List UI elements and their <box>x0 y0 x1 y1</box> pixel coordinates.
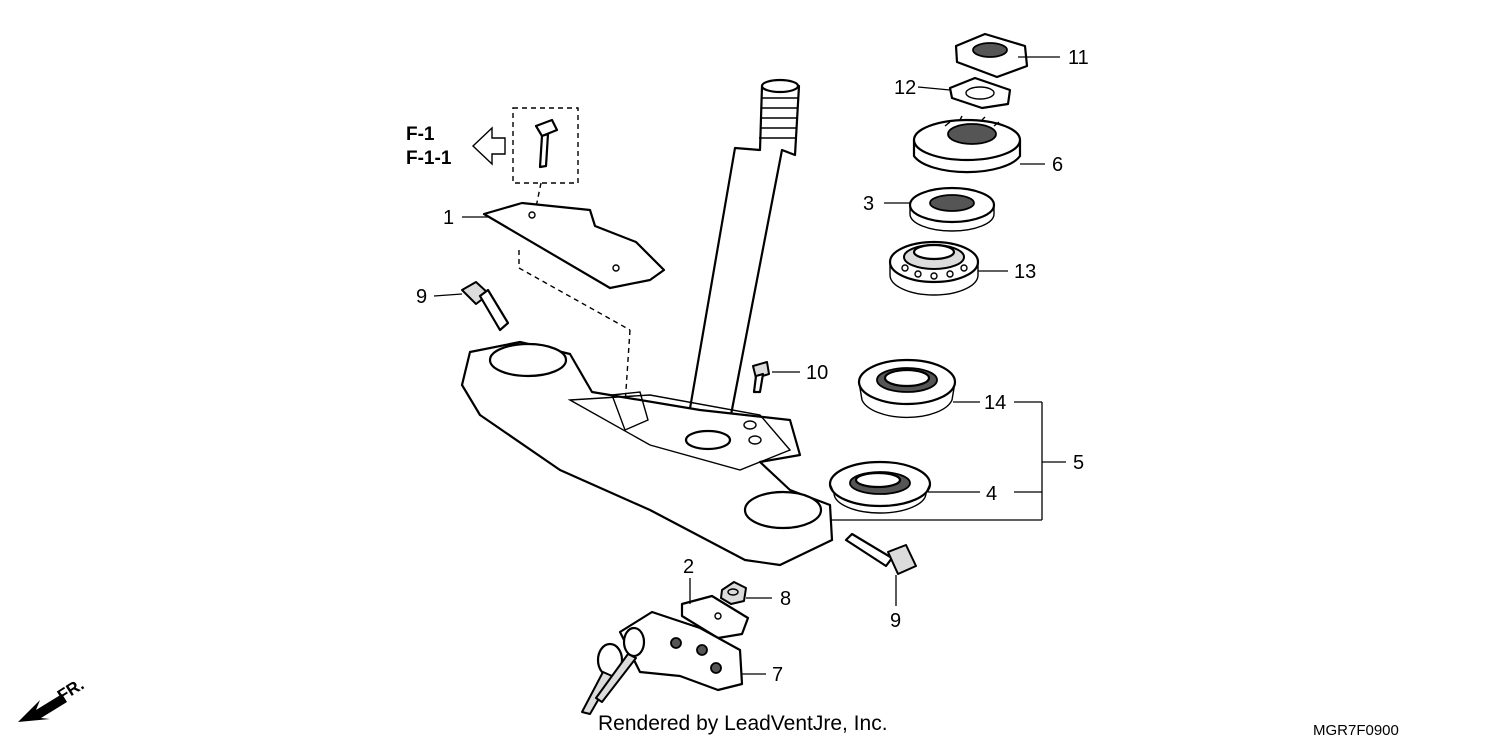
callout-1: 1 <box>443 207 454 229</box>
inset-bolt-shank <box>538 132 550 169</box>
callout-9-upper: 9 <box>416 286 427 308</box>
part-4-race <box>828 460 932 514</box>
callout-4: 4 <box>986 483 997 505</box>
reference-f1: F-1 <box>406 124 435 145</box>
callout-5: 5 <box>1073 452 1084 474</box>
part-3-dust-seal <box>908 186 996 232</box>
part-1-bracket <box>482 201 666 406</box>
inset-bolt-group <box>512 107 579 213</box>
callout-7: 7 <box>772 664 783 686</box>
callout-3: 3 <box>863 193 874 215</box>
part-8-nut <box>720 581 747 605</box>
reference-f1-1: F-1-1 <box>406 148 452 169</box>
part-14-bearing <box>857 358 957 419</box>
part-9-lower-bolt <box>844 532 917 575</box>
front-direction-group: FR. <box>18 675 87 722</box>
diagram-code: MGR7F0900 <box>1313 722 1399 739</box>
callout-11: 11 <box>1068 47 1089 69</box>
bottom-bridge <box>460 340 834 567</box>
reference-arrow-icon <box>471 126 506 166</box>
inset-box <box>512 107 579 184</box>
callout-8: 8 <box>780 588 791 610</box>
part-13-bearing <box>888 240 980 296</box>
front-arrow-icon <box>18 694 67 722</box>
callout-9-lower: 9 <box>890 610 901 632</box>
callout-14: 14 <box>984 392 1006 414</box>
callout-13: 13 <box>1014 261 1036 283</box>
callout-12: 12 <box>894 77 916 99</box>
callout-6: 6 <box>1052 154 1063 176</box>
callout-10: 10 <box>806 362 828 384</box>
reference-group: F-1 F-1-1 <box>406 124 506 169</box>
part-12-washer <box>948 76 1012 110</box>
rendered-by-credit: Rendered by LeadVentJre, Inc. <box>598 712 888 735</box>
part-2-plate <box>680 594 750 640</box>
callout-2: 2 <box>683 556 694 578</box>
part-11-locknut <box>954 32 1029 79</box>
leader-lines <box>433 56 1066 675</box>
part-7-ignition-switch <box>581 610 744 715</box>
part-9-upper-bolt <box>461 281 510 332</box>
steering-stem <box>686 78 801 422</box>
inset-bolt-head <box>534 118 559 138</box>
part-6-adjusting-nut <box>912 115 1022 174</box>
part-10-bolt <box>752 361 770 394</box>
callouts: 1 2 3 4 5 6 7 8 9 9 10 11 12 13 14 <box>416 47 1089 686</box>
